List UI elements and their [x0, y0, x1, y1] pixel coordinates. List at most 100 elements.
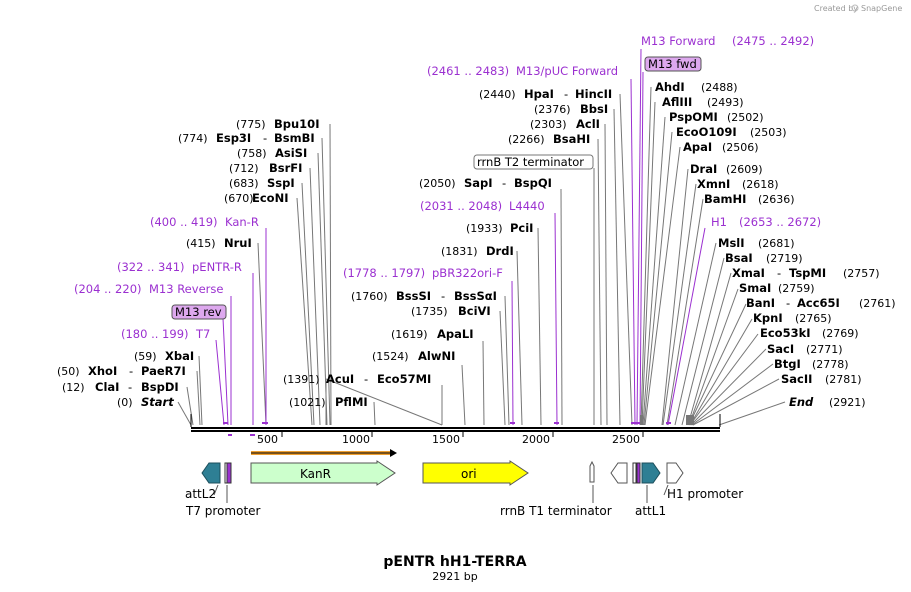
tick-label: 1500	[432, 433, 460, 446]
l4440-range: (2031 .. 2048)	[420, 199, 502, 213]
l4440-name: L4440	[509, 199, 545, 213]
hpai-pos: (2440)	[479, 88, 516, 101]
xhoi-pos: (50)	[57, 365, 80, 378]
primer-leader-lines	[215, 48, 706, 426]
tspmi-name: TspMI	[789, 266, 826, 280]
clai-pos: (12)	[62, 381, 85, 394]
m13forward-range: (2475 .. 2492)	[732, 34, 814, 48]
esp3i-name: Esp3I	[216, 131, 251, 145]
btgi-name: BtgI	[774, 357, 801, 371]
eco53ki-pos: (2769)	[822, 327, 859, 340]
eco57mi-name: Eco57MI	[377, 372, 431, 386]
apai-name: ApaI	[683, 140, 712, 154]
bpu10i-name: Bpu10I	[274, 117, 319, 131]
drai-pos: (2609)	[726, 163, 763, 176]
backbone-bottom-strand	[191, 430, 720, 432]
t7-range: (180 .. 199)	[121, 327, 189, 341]
tick-label: 2000	[522, 433, 550, 446]
btgi-pos: (2778)	[812, 358, 849, 371]
m13-rev-label: M13 rev	[175, 305, 222, 319]
snapgene-credit: Created by SnapGene	[814, 4, 902, 13]
rrnb-t1-icon	[589, 460, 595, 483]
tick-label: 500	[257, 433, 278, 446]
bsai-name: BsaI	[725, 251, 753, 265]
acui-pos: (1391)	[283, 373, 320, 386]
bsssi-name: BssSI	[396, 289, 431, 303]
kanr-orf	[251, 449, 397, 457]
credit-brand: SnapGene	[861, 4, 902, 13]
drdi-pos: (1831)	[441, 245, 478, 258]
kanr-arrow	[250, 460, 396, 486]
primer-bind-sites	[223, 422, 671, 436]
apali-name: ApaLI	[437, 327, 474, 341]
primer-block	[226, 462, 232, 484]
site-leader-lines-right	[640, 86, 786, 426]
bsssai-name: BssSαI	[454, 289, 497, 303]
ahdi-name: AhdI	[655, 80, 685, 94]
rrnb-t2-icon	[610, 462, 628, 484]
smai-pos: (2759)	[778, 282, 815, 295]
apali-pos: (1619)	[391, 328, 428, 341]
pspomi-name: PspOMI	[669, 110, 718, 124]
h1-name: H1	[711, 215, 727, 229]
end-name: End	[789, 395, 814, 409]
bani-name: BanI	[746, 296, 775, 310]
kanr-label: KanR	[300, 467, 331, 481]
eco0109i-pos: (2503)	[750, 126, 787, 139]
separator: -	[441, 289, 445, 303]
separator: -	[128, 380, 132, 394]
sacii-name: SacII	[781, 372, 812, 386]
ori-label: ori	[461, 467, 477, 481]
sapi-pos: (2050)	[419, 177, 456, 190]
bsrfi-name: BsrFI	[269, 161, 302, 175]
hincii-name: HincII	[575, 87, 612, 101]
h1-range: (2653 .. 2672)	[739, 215, 821, 229]
tick-label: 2500	[612, 433, 640, 446]
apai-pos: (2506)	[722, 141, 759, 154]
clai-name: ClaI	[95, 380, 119, 394]
xmni-pos: (2618)	[742, 178, 779, 191]
xmai-name: XmaI	[732, 266, 765, 280]
left-site-labels: (0) Start (12) ClaI - BspDI (50) XhoI - …	[57, 64, 618, 409]
m13-fwd-box	[644, 56, 702, 72]
acui-name: AcuI	[326, 372, 354, 386]
start-name: Start	[141, 395, 174, 409]
bamhi-pos: (2636)	[758, 193, 795, 206]
h1-promoter-label: H1 promoter	[667, 487, 743, 501]
pcii-name: PciI	[510, 221, 533, 235]
bbsi-pos: (2376)	[534, 103, 571, 116]
sapi-name: SapI	[464, 176, 493, 190]
attl2-label: attL2	[185, 487, 216, 501]
m13forward-name: M13 Forward	[641, 34, 715, 48]
separator: -	[129, 364, 133, 378]
pspomi-pos: (2502)	[727, 111, 764, 124]
t7-name: T7	[195, 327, 210, 341]
attl2-arrow	[201, 462, 221, 484]
bspdi-name: BspDI	[141, 380, 179, 394]
m13-reverse-range: (204 .. 220)	[74, 282, 142, 296]
plasmid-title: pENTR hH1-TERRA	[383, 554, 526, 570]
drdi-name: DrdI	[486, 244, 514, 258]
esp3i-pos: (774)	[178, 132, 208, 145]
attl1-label: attL1	[635, 504, 666, 518]
m13puc-range: (2461 .. 2483)	[427, 64, 509, 78]
bsmbi-name: BsmBI	[274, 131, 315, 145]
m13-reverse-name: M13 Reverse	[149, 282, 223, 296]
m13-rev-box	[171, 304, 227, 320]
acli-name: AclI	[576, 117, 600, 131]
m13-fwd-label: M13 fwd	[648, 57, 697, 71]
alwni-pos: (1524)	[372, 350, 409, 363]
kpni-pos: (2765)	[795, 312, 832, 325]
eco53ki-name: Eco53kI	[760, 326, 811, 340]
aflii-pos: (2493)	[707, 96, 744, 109]
msli-name: MslI	[718, 236, 745, 250]
feature-track: KanR ori attL2 T7 promoter rrnB T1 termi…	[185, 460, 743, 518]
attl1-arrow	[641, 462, 661, 484]
acli-pos: (2303)	[530, 118, 567, 131]
econi-name: EcoNI	[252, 191, 288, 205]
sspi-name: SspI	[267, 176, 295, 190]
right-site-labels: M13 Forward (2475 .. 2492) M13 fwd AhdI …	[641, 34, 896, 409]
separator: -	[786, 296, 790, 310]
xbai-name: XbaI	[165, 349, 194, 363]
